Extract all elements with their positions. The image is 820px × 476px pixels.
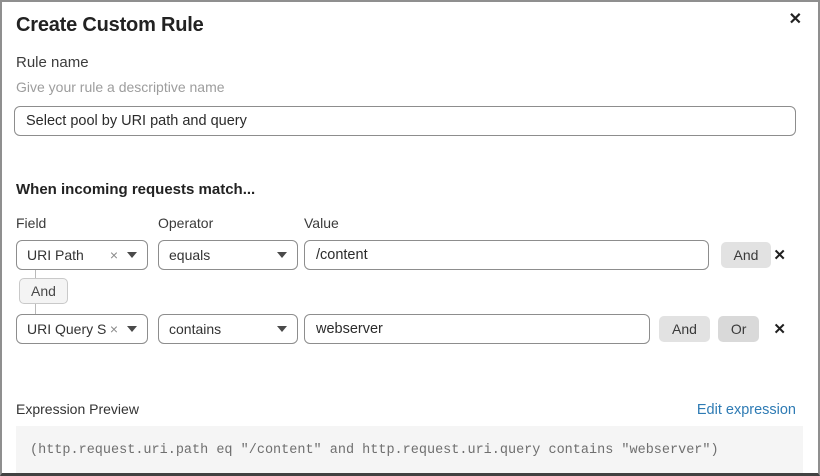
match-section-heading: When incoming requests match... (16, 181, 256, 198)
condition-row-1: URI Path × equals And ✕ (16, 240, 788, 270)
condition-connector: And (16, 270, 804, 314)
column-label-operator: Operator (158, 215, 214, 231)
edit-expression-link[interactable]: Edit expression (696, 402, 796, 418)
remove-condition-icon[interactable]: ✕ (773, 320, 786, 338)
chevron-down-icon (277, 326, 287, 332)
rule-name-input[interactable] (14, 106, 796, 136)
chevron-down-icon (127, 326, 137, 332)
add-and-condition-button[interactable]: And (659, 316, 710, 342)
value-input-1[interactable] (304, 240, 709, 270)
condition-row-2: URI Query St... × contains And Or ✕ (16, 314, 788, 344)
close-icon[interactable]: ✕ (785, 8, 806, 32)
field-select-1[interactable]: URI Path × (16, 240, 148, 270)
chevron-down-icon (277, 252, 287, 258)
operator-select-1[interactable]: equals (158, 240, 298, 270)
add-or-condition-button[interactable]: Or (717, 316, 760, 342)
field-select-1-value: URI Path (27, 247, 84, 263)
expression-preview-label: Expression Preview (16, 401, 139, 417)
field-select-2-value: URI Query St... (27, 321, 106, 337)
clear-selection-icon[interactable]: × (109, 321, 118, 337)
expression-preview-header: Expression Preview Edit expression (16, 401, 796, 418)
field-select-2[interactable]: URI Query St... × (16, 314, 148, 344)
expression-preview-code: (http.request.uri.path eq "/content" and… (16, 426, 803, 473)
dialog-title: Create Custom Rule (16, 14, 204, 36)
condition-column-labels: Field Operator Value (16, 215, 788, 231)
column-label-field: Field (16, 215, 47, 231)
value-input-2[interactable] (304, 314, 650, 344)
operator-select-2-value: contains (169, 321, 222, 337)
connector-and-badge: And (19, 278, 68, 304)
clear-selection-icon[interactable]: × (109, 247, 118, 263)
rule-name-label: Rule name (16, 54, 89, 71)
add-and-condition-button[interactable]: And (720, 242, 772, 268)
chevron-down-icon (127, 252, 137, 258)
column-label-value: Value (304, 215, 339, 231)
operator-select-1-value: equals (169, 247, 211, 263)
dialog-header: Create Custom Rule ✕ (2, 2, 818, 37)
rule-name-helper: Give your rule a descriptive name (16, 79, 225, 95)
operator-select-2[interactable]: contains (158, 314, 298, 344)
remove-condition-icon[interactable]: ✕ (773, 246, 786, 264)
